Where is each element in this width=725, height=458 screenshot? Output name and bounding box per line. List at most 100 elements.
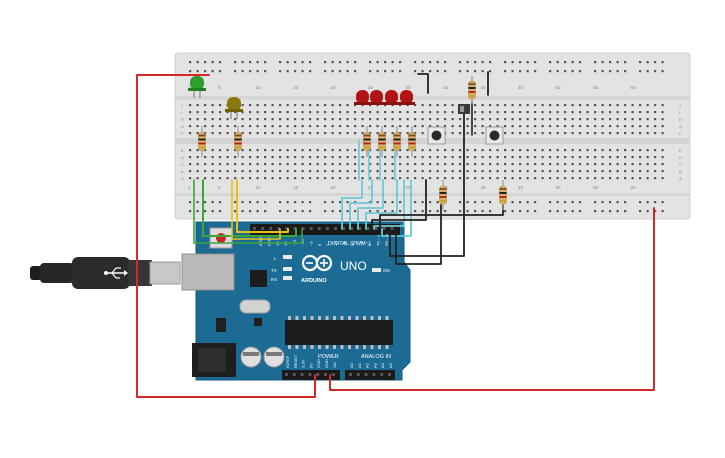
- led-label-tx: TX: [271, 268, 277, 273]
- row-letter: C: [679, 162, 682, 167]
- column-number: 25: [368, 85, 374, 90]
- power-header-label: POWER: [318, 354, 339, 360]
- column-number: 50: [556, 185, 562, 190]
- row-letter: I: [181, 110, 182, 115]
- row-letter: G: [679, 124, 682, 129]
- board-model: UNO: [340, 259, 367, 273]
- column-number: 10: [256, 85, 262, 90]
- column-number: 25: [368, 185, 374, 190]
- crystal: [239, 299, 271, 314]
- column-number: 55: [593, 185, 599, 190]
- row-letter: F: [679, 131, 682, 136]
- row-letter: I: [679, 110, 680, 115]
- column-number: 30: [406, 185, 412, 190]
- column-number: 20: [331, 185, 337, 190]
- wire-cyan-3: [357, 179, 384, 230]
- row-letter: J: [181, 103, 183, 108]
- column-number: 55: [593, 85, 599, 90]
- digital-pin-label: 2: [367, 243, 372, 246]
- wire-red-gnd: [329, 207, 655, 391]
- analog-pin-label: A5: [388, 362, 393, 368]
- row-letter: B: [679, 169, 682, 174]
- digital-pin-label: 7: [325, 243, 330, 246]
- column-number: 60: [631, 85, 637, 90]
- usb-chip: [250, 270, 267, 287]
- pushbutton-2[interactable]: [485, 126, 504, 145]
- row-letter: E: [679, 148, 682, 153]
- digital-pin-label: 4: [350, 243, 355, 246]
- led-red-4: [398, 90, 415, 105]
- analog-pin-label: A2: [365, 362, 370, 368]
- analog-header-label: ANALOG IN: [361, 354, 391, 360]
- atmega-chip: [285, 316, 393, 349]
- wire-black-button-3: [389, 109, 465, 257]
- resistor-switch: [468, 76, 476, 104]
- resistor-green-led: [198, 126, 206, 157]
- digital-pin-label: 8: [317, 243, 322, 246]
- led-yellow: [225, 97, 243, 119]
- power-pin-label: RESET: [293, 354, 298, 368]
- column-number: 1: [188, 85, 191, 90]
- column-number: 40: [481, 185, 487, 190]
- led-red-3: [383, 90, 400, 105]
- column-number: 45: [518, 85, 524, 90]
- wire-red-5v: [136, 74, 316, 398]
- wire-cyan-2: [349, 179, 373, 230]
- column-number: 60: [631, 185, 637, 190]
- led-green: [188, 76, 206, 98]
- row-letter: A: [181, 176, 184, 181]
- row-letter: F: [181, 131, 184, 136]
- resistor-button-1: [439, 180, 447, 210]
- slide-switch[interactable]: [458, 104, 470, 114]
- wire-cyan-1: [341, 179, 363, 230]
- usb-cable: [30, 257, 181, 289]
- row-letter: J: [679, 103, 681, 108]
- analog-pin-label: A1: [357, 362, 362, 368]
- led-label-rx: RX: [271, 277, 277, 282]
- digital-pin-label: RX←0: [384, 233, 389, 246]
- wires: [136, 71, 655, 398]
- column-number: 35: [443, 85, 449, 90]
- row-letter: D: [679, 155, 682, 160]
- column-number: 20: [331, 85, 337, 90]
- digital-pin-label: AREF: [258, 235, 263, 246]
- digital-pin-label: ~5: [342, 241, 347, 246]
- power-pin-label: 5V: [308, 363, 313, 368]
- capacitors: [240, 346, 285, 368]
- row-letter: E: [181, 148, 184, 153]
- row-letter: A: [679, 176, 682, 181]
- digital-pin-label: ~9: [308, 241, 313, 246]
- resistor-red-led-3: [393, 126, 401, 157]
- column-number: 10: [256, 185, 262, 190]
- resistor-button-2: [499, 180, 507, 210]
- analog-header: [345, 370, 395, 380]
- digital-pin-label: TX→1: [376, 234, 381, 246]
- power-pin-label: GND: [324, 359, 329, 368]
- digital-header-label: DIGITAL (PWM~): [328, 241, 371, 247]
- digital-header: [250, 224, 400, 235]
- row-letter: D: [181, 155, 184, 160]
- column-number: 45: [518, 185, 524, 190]
- analog-pin-label: A4: [380, 362, 385, 368]
- row-letter: H: [679, 117, 682, 122]
- power-pin-label: GND: [316, 359, 321, 368]
- resistor-red-led-2: [378, 126, 386, 157]
- column-number: 1: [188, 185, 191, 190]
- power-pin-label: IOREF: [285, 355, 290, 368]
- led-red-2: [368, 90, 385, 105]
- power-pin-label: Vin: [332, 362, 337, 368]
- column-number: 30: [406, 85, 412, 90]
- wire-yellow-led: [236, 179, 289, 233]
- board-status-leds: L TX RX ON: [271, 255, 390, 282]
- breadboard-components: [188, 76, 507, 210]
- column-number: 15: [293, 85, 299, 90]
- reset-button[interactable]: [209, 227, 233, 249]
- power-pin-label: 3.3V: [301, 359, 306, 368]
- resistor-yellow-led: [234, 126, 242, 157]
- pushbutton-1[interactable]: [427, 126, 446, 145]
- wire-cyan-4: [365, 179, 398, 230]
- breadboard-holes: [189, 61, 664, 213]
